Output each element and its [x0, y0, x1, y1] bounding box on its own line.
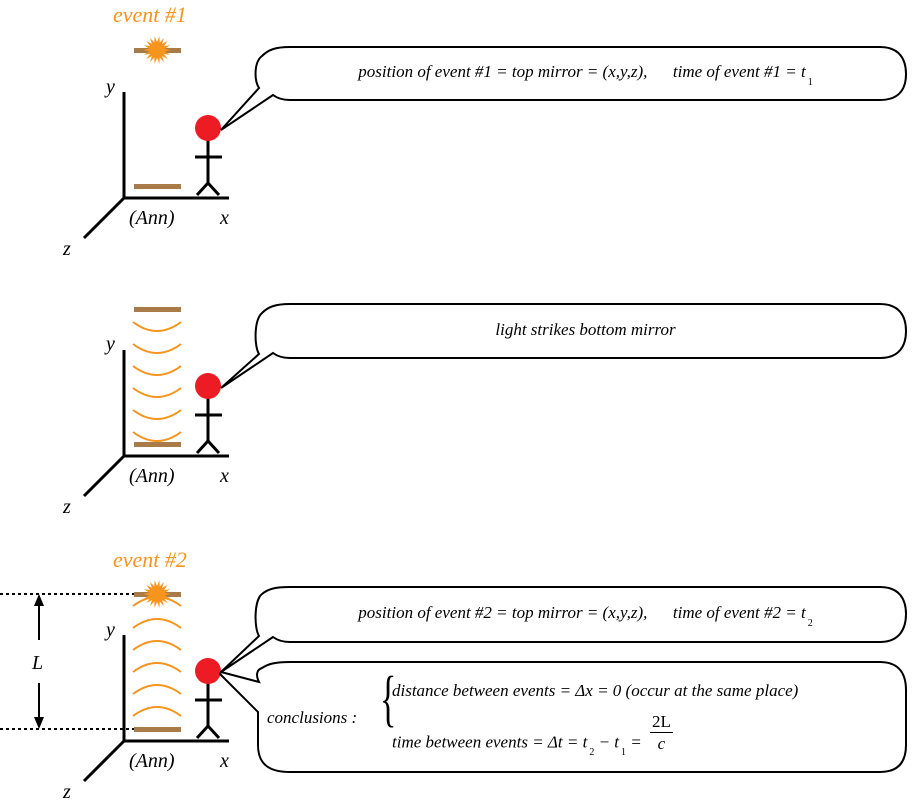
minus-t: − t — [594, 732, 620, 752]
length-label: L — [31, 652, 43, 674]
top-mirror — [134, 307, 181, 312]
y-axis-label: y — [104, 333, 115, 355]
stick-figure — [195, 373, 222, 455]
speech-bubble-conclusions — [218, 661, 907, 773]
time-statement: time of event #1 = t — [672, 62, 806, 81]
speech-bubble-position — [220, 586, 908, 673]
speech-bubble — [220, 46, 908, 131]
z-axis-label: z — [62, 496, 71, 518]
light-wavefront — [132, 321, 182, 332]
flash-starburst-icon — [143, 36, 171, 64]
light-waves-up — [132, 596, 182, 717]
observer-label: (Ann) — [129, 750, 175, 772]
position-statement: position of event #2 = top mirror = (x,y… — [358, 603, 648, 622]
light-wavefront — [132, 387, 182, 398]
light-wavefront — [132, 706, 182, 717]
bubble-text-light-strikes: light strikes bottom mirror — [495, 320, 676, 339]
z-axis — [82, 196, 126, 240]
left-brace: { — [380, 665, 397, 733]
light-wavefront — [132, 409, 182, 420]
light-wavefront — [132, 343, 182, 354]
t1-subscript: 1 — [621, 747, 627, 759]
time-subscript: 2 — [807, 618, 813, 629]
y-axis-label: y — [104, 76, 115, 98]
time-equation-prefix: time between events = Δt = t — [392, 732, 588, 752]
light-wavefront — [132, 684, 182, 695]
equals: = — [626, 732, 646, 752]
conclusions-label: conclusions : — [267, 708, 358, 727]
observer-label: (Ann) — [129, 465, 175, 487]
fraction-denominator: c — [657, 734, 666, 753]
stick-figure — [195, 115, 222, 197]
time-subscript: 1 — [807, 77, 813, 88]
light-wavefront — [132, 640, 182, 651]
bottom-mirror — [134, 184, 181, 189]
observer-head — [195, 658, 221, 684]
light-wavefront — [132, 662, 182, 673]
t2-subscript: 2 — [589, 747, 595, 759]
observer-head — [195, 373, 221, 399]
conclusion-distance: distance between events = Δx = 0 (occur … — [392, 681, 799, 700]
light-wavefront — [132, 365, 182, 376]
panel-2: y (Ann) x z — [62, 303, 908, 518]
event-2-label: event #2 — [113, 547, 187, 572]
flash-starburst-icon — [143, 580, 171, 608]
x-axis-label: x — [219, 465, 229, 487]
bubble-text-event-1: position of event #1 = top mirror = (x,y… — [268, 62, 903, 88]
z-axis — [82, 454, 126, 498]
bottom-mirror — [134, 727, 181, 732]
observer-head — [195, 115, 221, 141]
panel-3: event #2 L y (Ann) x z — [0, 547, 908, 803]
observer-label: (Ann) — [129, 207, 175, 229]
light-wavefront — [132, 618, 182, 629]
stick-figure — [195, 658, 222, 740]
fraction-numerator: 2L — [650, 712, 673, 733]
light-wavefront — [132, 431, 182, 442]
panel-1: event #1 y (Ann) x z — [62, 2, 908, 260]
speech-bubble — [220, 303, 908, 389]
x-axis-label: x — [219, 750, 229, 772]
event-1-label: event #1 — [113, 2, 187, 27]
z-axis-label: z — [62, 781, 71, 803]
y-axis-label: y — [104, 619, 115, 641]
z-axis — [82, 739, 126, 783]
bottom-mirror — [134, 442, 181, 447]
x-axis-label: x — [219, 207, 229, 229]
light-waves-down — [132, 321, 182, 442]
bubble-text-event-2: position of event #2 = top mirror = (x,y… — [268, 603, 903, 629]
z-axis-label: z — [62, 238, 71, 260]
time-statement: time of event #2 = t — [672, 603, 806, 622]
dimension-arrow — [34, 594, 44, 729]
position-statement: position of event #1 = top mirror = (x,y… — [358, 62, 648, 81]
